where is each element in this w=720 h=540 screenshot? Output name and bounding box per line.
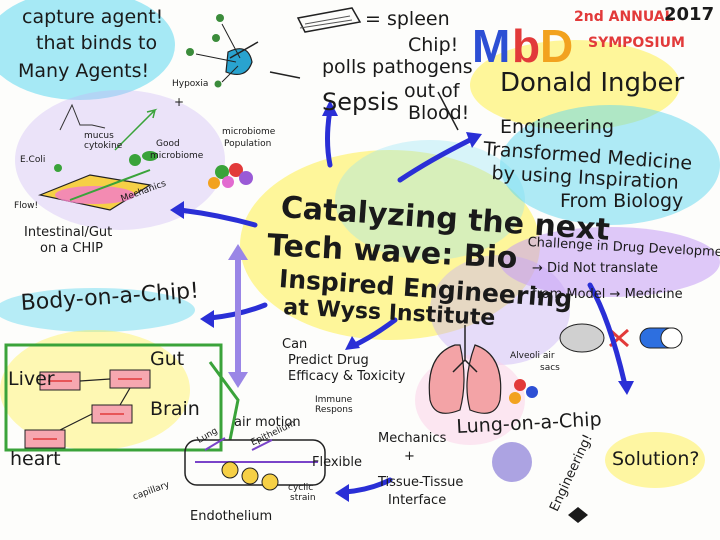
capture-agent-line3: Many Agents! <box>18 60 150 82</box>
solution-label: Solution? <box>612 448 700 470</box>
capture-agent-line1: capture agent! <box>22 6 164 28</box>
svg-text:M: M <box>472 20 510 72</box>
body-chip-gut: Gut <box>150 348 185 370</box>
engineering-line1: Engineering <box>500 116 614 138</box>
body-chip-brain: Brain <box>150 398 200 420</box>
body-chip-liver: Liver <box>8 368 55 390</box>
lung-chip-cyclic1: cyclic <box>288 483 314 493</box>
gut-good1: Good <box>156 139 180 149</box>
lung-alveoli1: Alveoli air <box>510 351 555 361</box>
body-chip-heart: heart <box>10 448 61 470</box>
sepsis-label: Sepsis <box>322 88 399 116</box>
spleen-eq: = spleen <box>365 8 450 30</box>
gut-ecoli: E.Coli <box>20 155 46 165</box>
lung-chip-immune2: Respons <box>315 405 353 415</box>
lung-mechanics: Mechanics <box>378 431 447 446</box>
year-label: 2017 <box>664 4 715 25</box>
gut-cytokine: cytokine <box>84 141 123 151</box>
lung-chip-air-motion: air motion <box>234 415 301 430</box>
lung-tissue2: Interface <box>388 493 447 508</box>
spleen-polls3: Blood! <box>408 102 470 124</box>
lung-chip-immune1: Immune <box>315 395 353 405</box>
gut-hypoxia: Hypoxia <box>172 79 209 89</box>
annual-label: 2nd ANNUAL <box>574 9 674 25</box>
predict-line3: Efficacy & Toxicity <box>288 369 406 384</box>
speaker-name: Donald Ingber <box>500 68 685 98</box>
spleen-chip: Chip! <box>408 34 459 56</box>
spleen-polls1: polls pathogens <box>322 56 473 78</box>
gut-chip-label1: Intestinal/Gut <box>24 225 113 240</box>
lung-chip-cyclic2: strain <box>290 493 316 503</box>
svg-text:D: D <box>540 20 573 72</box>
gut-flow: Flow! <box>14 201 39 211</box>
spleen-polls2: out of <box>404 80 460 102</box>
gut-good2: microbiome <box>150 151 204 161</box>
challenge-line3: from Model → Medicine <box>532 287 683 302</box>
capture-agent-line2: that binds to <box>36 32 158 54</box>
gut-microbiome-pop1: microbiome <box>222 127 276 137</box>
gut-mucus: mucus <box>84 131 114 141</box>
symposium-label: SYMPOSIUM <box>588 35 685 51</box>
gut-microbiome-pop2: Population <box>224 139 272 149</box>
predict-line1: Can <box>282 337 308 352</box>
lung-plus: + <box>404 449 415 464</box>
challenge-line2: → Did Not translate <box>532 261 659 276</box>
gut-chip-label2: on a CHIP <box>40 241 103 256</box>
lung-tissue1: Tissue-Tissue <box>378 475 464 490</box>
predict-line2: Predict Drug <box>288 353 369 368</box>
lung-chip-flexible: Flexible <box>312 455 363 470</box>
svg-text:b: b <box>512 20 540 72</box>
gut-plus-a: + <box>174 95 185 109</box>
lung-alveoli2: sacs <box>540 363 560 373</box>
engineering-line4: From Biology <box>560 190 684 212</box>
lung-chip-endothelium: Endothelium <box>190 509 273 524</box>
